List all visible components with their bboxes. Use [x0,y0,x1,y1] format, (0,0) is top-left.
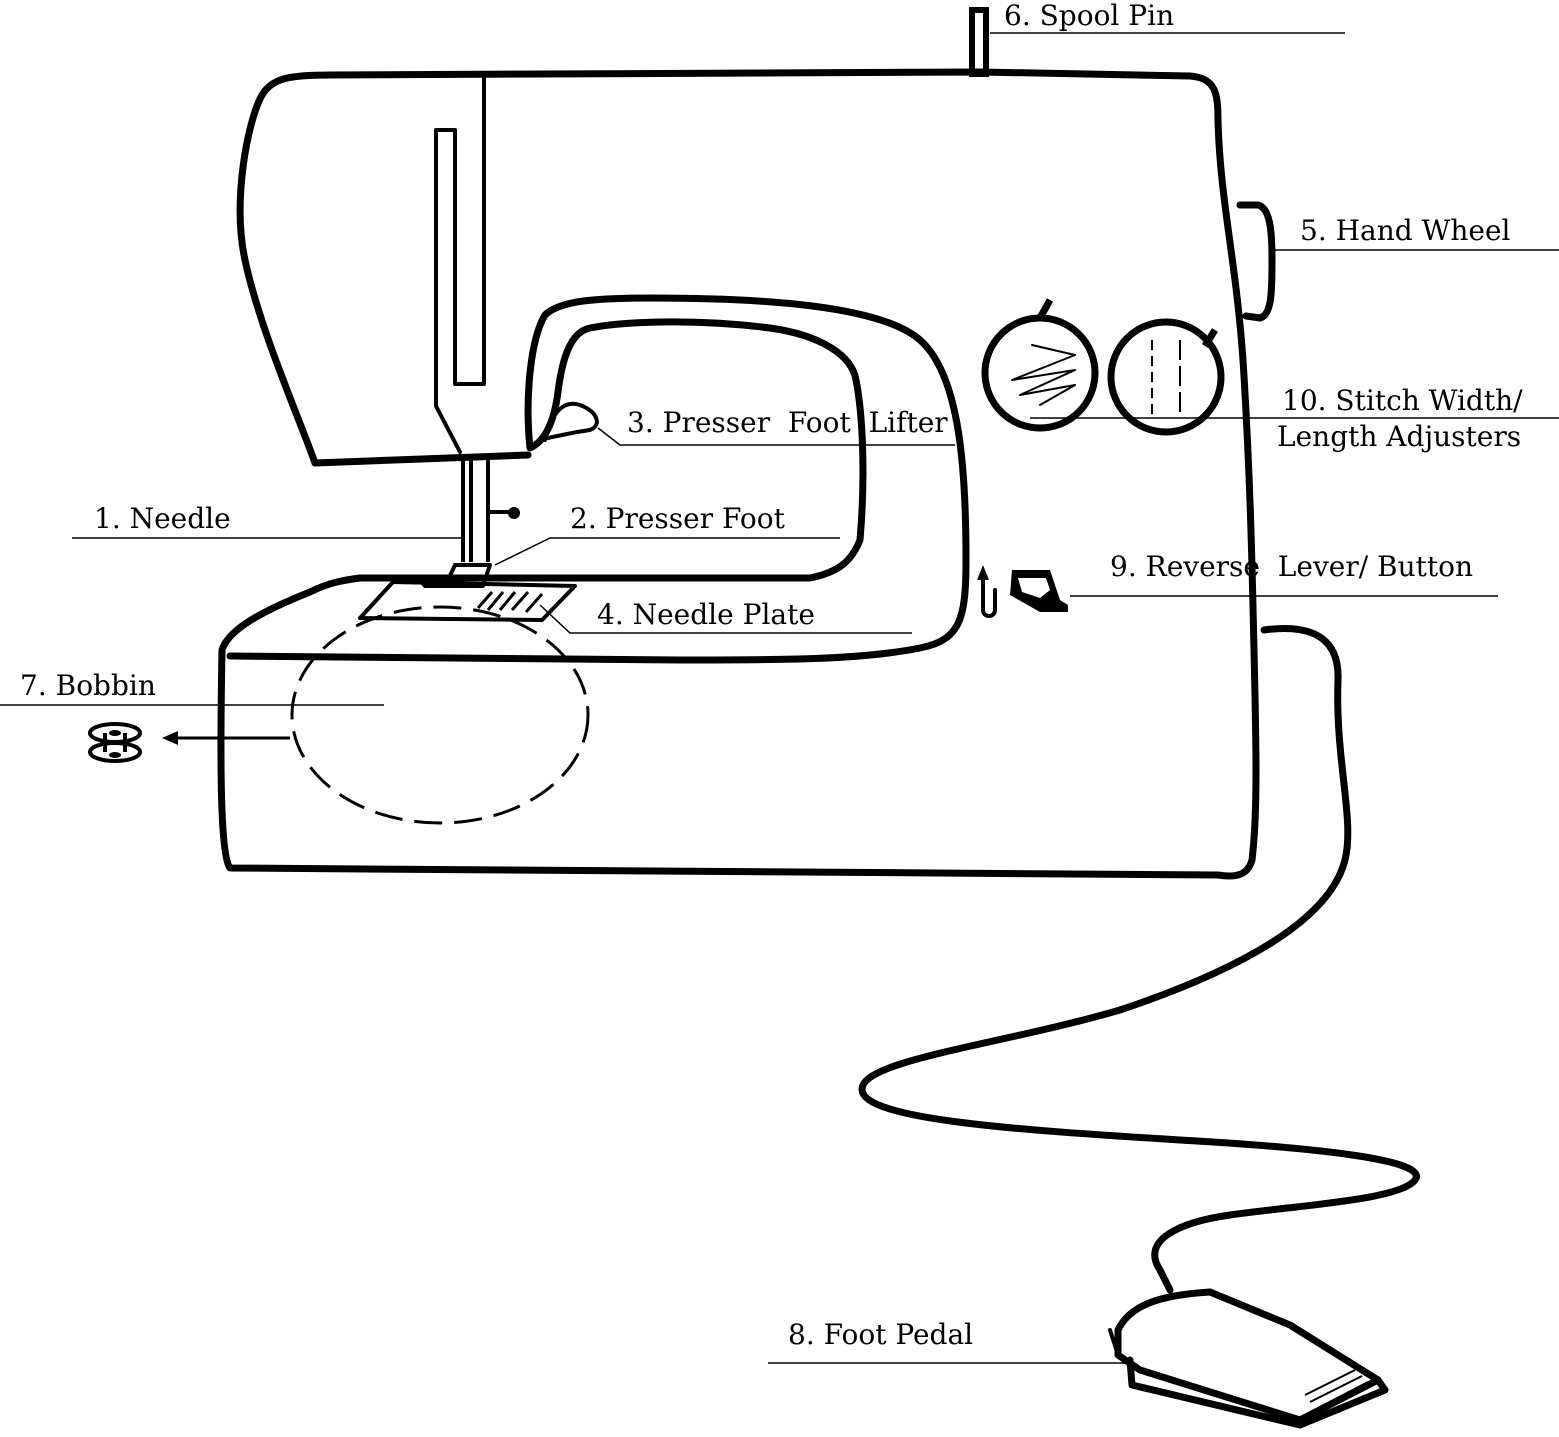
label-needle-plate: 4. Needle Plate [597,598,815,631]
presser-foot [416,563,492,588]
needle-bar-housing [434,76,486,454]
bobbin-compartment [290,605,590,825]
presser-foot-lifter [543,401,599,442]
leader-needle-plate [539,604,912,634]
label-hand-wheel: 5. Hand Wheel [1300,214,1511,247]
bobbin-arrow-head [162,731,178,745]
label-stitch-adjusters-line1: 10. Stitch Width/ [1282,384,1523,417]
label-reverse-lever: 9. Reverse Lever/ Button [1110,550,1473,583]
label-presser-foot-lifter: 3. Presser Foot Lifter [627,406,948,439]
stitch-width-dial-icon [981,298,1099,432]
bobbin-icon [88,722,142,763]
label-bobbin: 7. Bobbin [20,669,156,702]
stitch-length-dial-icon [1107,318,1225,436]
needle-assembly [461,458,520,562]
machine-body-outline [217,68,1260,880]
reverse-arrow-icon [977,565,997,618]
label-stitch-adjusters-line2: Length Adjusters [1277,420,1521,453]
label-needle: 1. Needle [94,502,231,535]
reverse-button-icon [1010,570,1068,612]
label-presser-foot: 2. Presser Foot [570,502,786,535]
needle-plate [358,580,577,622]
hand-wheel [1236,201,1276,322]
spool-pin [969,7,989,77]
leader-presser-foot-lifter [597,427,955,446]
foot-pedal [1108,1288,1389,1429]
power-cord [858,624,1420,1294]
head-underside [311,451,532,467]
label-spool-pin: 6. Spool Pin [1004,0,1174,32]
label-foot-pedal: 8. Foot Pedal [788,1318,973,1351]
leader-presser-foot [494,537,840,566]
